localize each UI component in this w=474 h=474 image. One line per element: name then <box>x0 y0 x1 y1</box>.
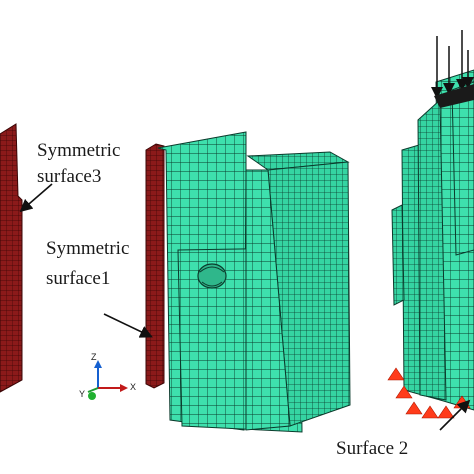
symmetric-surface3-label-line1: Symmetric <box>37 140 121 161</box>
axis-x-label: X <box>130 382 137 392</box>
axis-triad <box>87 360 128 400</box>
symmetric-surface1-label-line1: Symmetric <box>46 238 130 259</box>
quarter-model-mesh <box>145 131 351 433</box>
axis-z-label: Z <box>91 352 97 362</box>
load-plate-icon <box>434 84 474 108</box>
axis-y-label: Y <box>79 389 86 399</box>
symmetric-surface1-label-line2: surface1 <box>46 268 111 289</box>
load-arrows <box>431 30 474 99</box>
full-model-mesh <box>391 69 474 411</box>
symmetric-surface3-label-line2: surface3 <box>37 166 102 187</box>
symmetric-surface3-model <box>0 123 23 393</box>
surface2-label: Surface 2 <box>336 438 409 459</box>
label-pointers <box>19 183 471 431</box>
